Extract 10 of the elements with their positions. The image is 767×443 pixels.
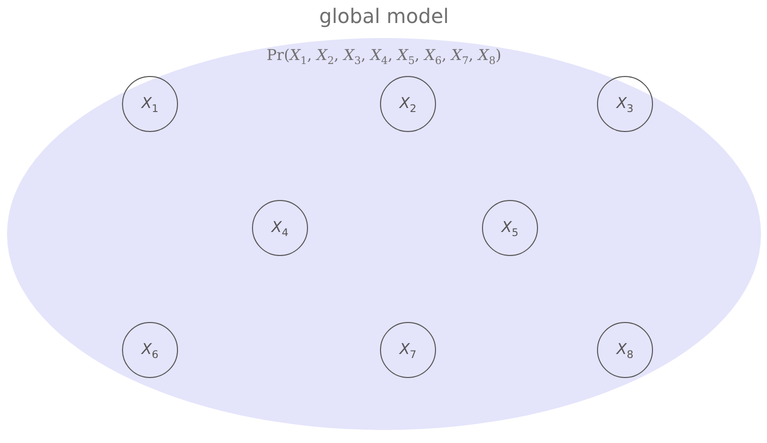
variable-circle: X$_{7}$ [380, 322, 436, 378]
title-text: global model [319, 4, 449, 28]
variable-circle: X$_{6}$ [122, 322, 178, 378]
variable-circle: X$_{3}$ [597, 76, 653, 132]
variable-circle: X$_{4}$ [252, 200, 308, 256]
variable-circle: X$_{2}$ [380, 76, 436, 132]
variable-circle: X$_{5}$ [482, 200, 538, 256]
variable-circle: X$_{1}$ [122, 76, 178, 132]
formula-text: Pr(X$_{1}$, X$_{2}$, X$_{3}$, X$_{4}$, X$_{5}$, X$_{6}$, X$_{7}$, X$_{8}$) [266, 46, 502, 67]
variable-circle: X$_{8}$ [597, 322, 653, 378]
